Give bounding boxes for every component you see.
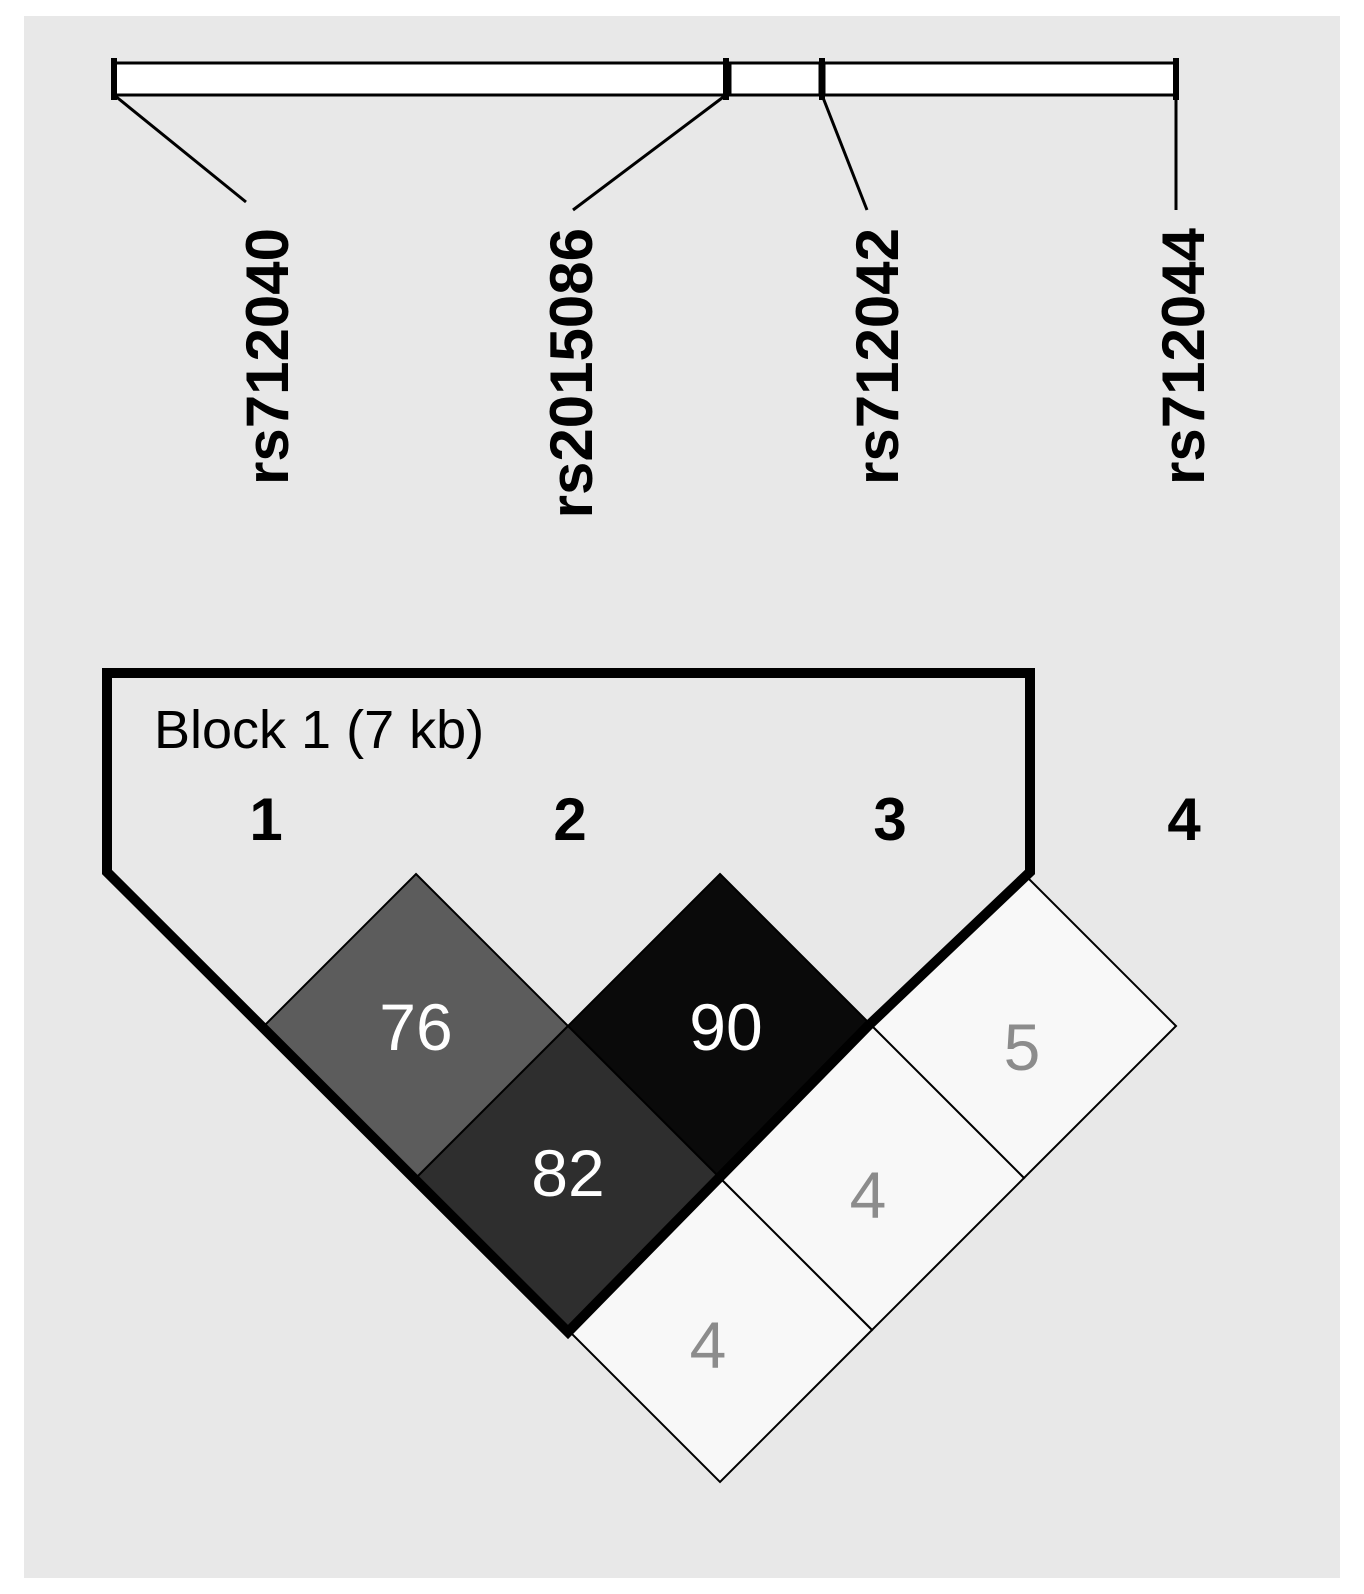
- snp-index: 2: [553, 786, 586, 853]
- block-outline: [102, 668, 1035, 1340]
- snp-label: rs712042: [844, 228, 911, 485]
- ld-value: 4: [690, 1308, 727, 1382]
- ld-value: 4: [850, 1158, 887, 1232]
- chromosome-bar: [111, 58, 1179, 100]
- snp-label: rs712044: [1150, 227, 1217, 485]
- ld-value: 5: [1004, 1010, 1041, 1084]
- ld-value: 82: [531, 1136, 604, 1210]
- snp-connectors: [113, 93, 1178, 212]
- snp-index: 1: [249, 786, 282, 853]
- block-label: Block 1 (7 kb): [154, 700, 484, 760]
- chromosome-segment: [728, 61, 822, 97]
- chromosome-segment: [112, 61, 728, 97]
- snp-connector-line: [572, 93, 727, 212]
- snp-labels: rs712040 rs2015086 rs712042 rs712044: [234, 227, 1217, 518]
- chromosome-segment: [822, 61, 1178, 97]
- snp-index-labels: 1 2 3 4: [249, 786, 1201, 853]
- snp-connector-line: [820, 94, 869, 211]
- snp-index: 4: [1167, 786, 1201, 853]
- ld-value: 90: [689, 990, 762, 1064]
- snp-label: rs2015086: [538, 228, 605, 518]
- snp-index: 3: [873, 786, 906, 853]
- ld-values: 76 90 5 82 4 4: [379, 990, 1040, 1382]
- ld-value: 76: [379, 990, 452, 1064]
- snp-label: rs712040: [234, 228, 301, 485]
- snp-connector-line: [113, 93, 247, 204]
